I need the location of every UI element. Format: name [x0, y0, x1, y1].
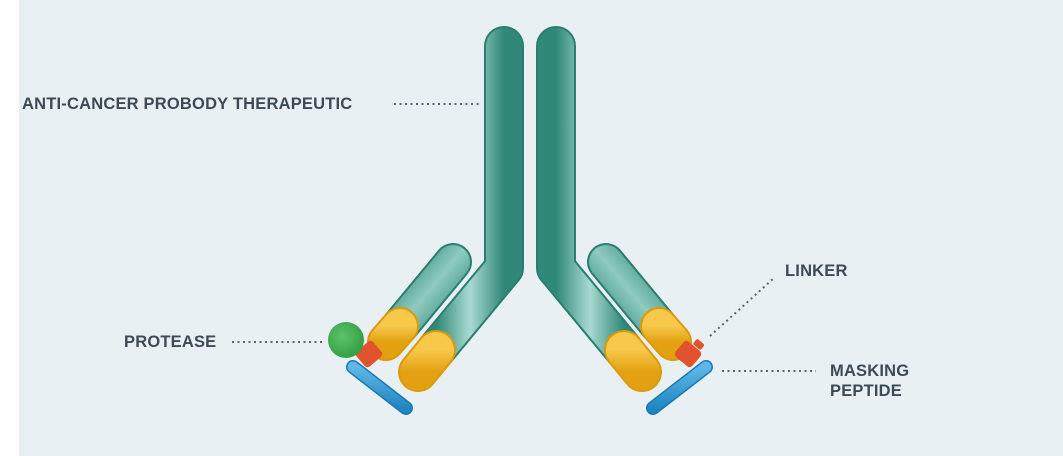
leader-lines — [232, 103, 816, 372]
constant-region-tips — [367, 307, 692, 392]
linker-leader-line — [709, 277, 775, 337]
heavy-chain-left — [416, 26, 524, 370]
heavy-chain-right — [536, 26, 644, 370]
masking-peptide-label-line-2: PEPTIDE — [830, 382, 903, 400]
masking-peptide-label: MASKING PEPTIDE — [830, 361, 909, 401]
masking-peptide-label-line-1: MASKING — [830, 362, 910, 380]
linker-right — [674, 339, 704, 368]
protease-icon — [328, 322, 364, 358]
masking-peptide-right — [646, 360, 713, 415]
protease-label: PROTEASE — [124, 333, 217, 351]
linker-label: LINKER — [785, 262, 848, 280]
antibody-label: ANTI-CANCER PROBODY THERAPEUTIC — [22, 95, 353, 113]
masking-peptide-left — [346, 360, 413, 415]
